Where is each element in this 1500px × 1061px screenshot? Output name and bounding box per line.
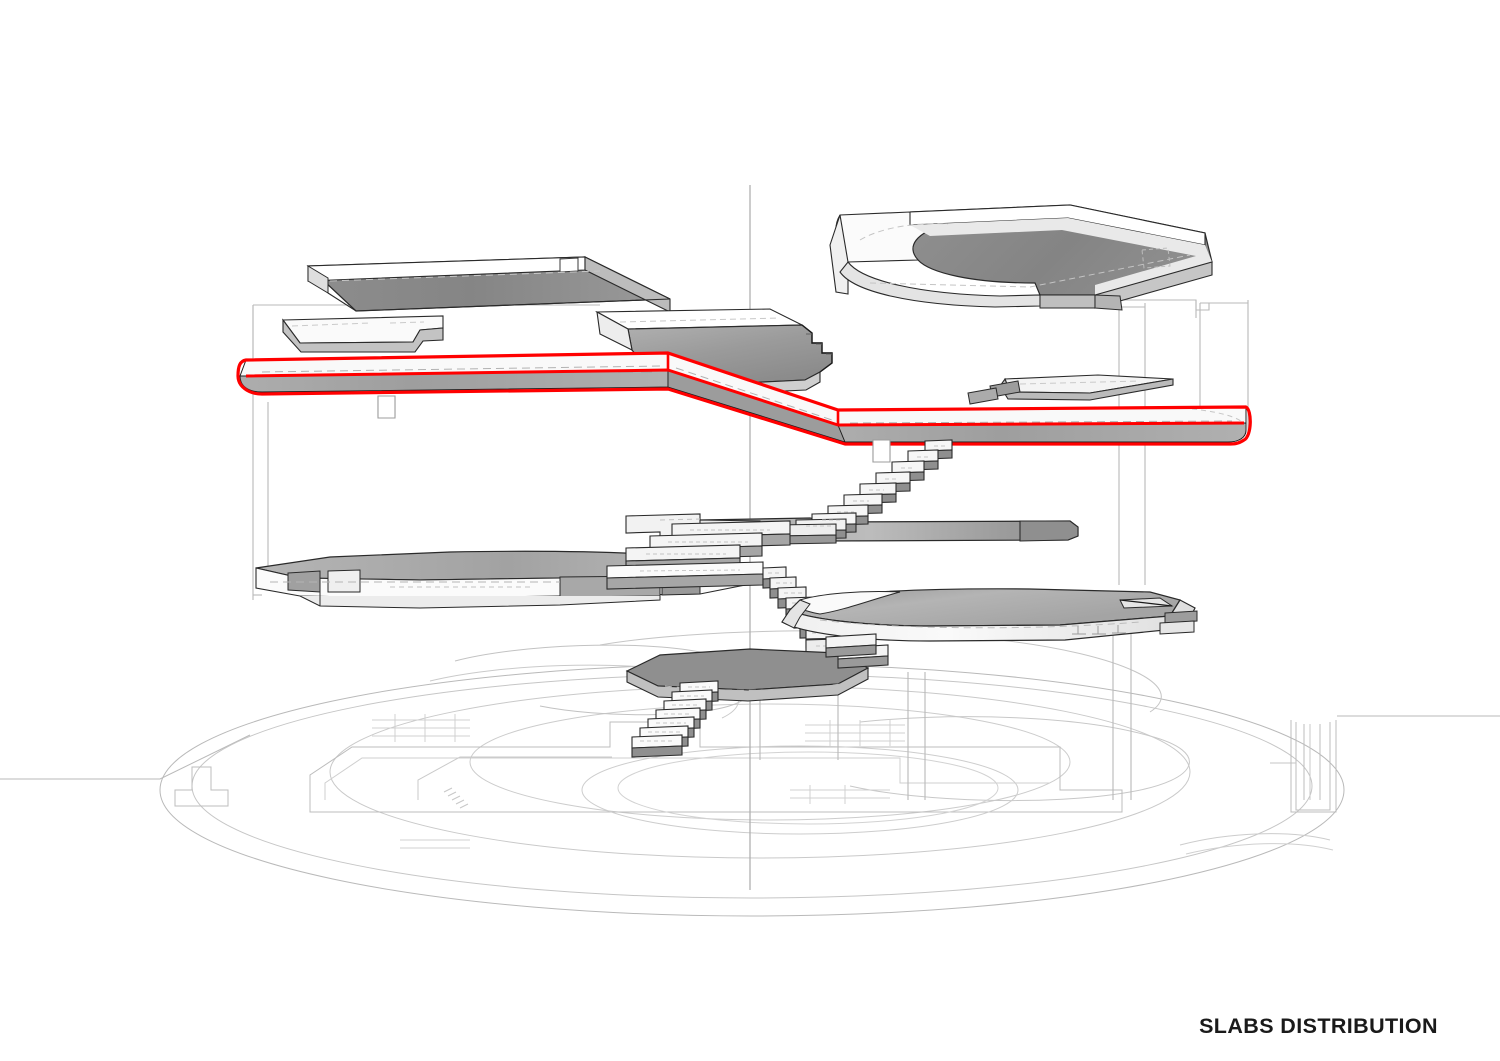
upper-right-thin-wing-plate [967, 374, 1174, 405]
lower-stair-flight [631, 680, 719, 758]
highlighted-ramped-slab [236, 351, 1252, 446]
mid-right-detail-blocks [1159, 610, 1198, 635]
upper-left-rectangular-slab [306, 256, 671, 313]
upper-left-small-shelf-slab [281, 315, 444, 353]
upper-right-crescent-slab [829, 204, 1213, 311]
lower-right-step-blocks [825, 633, 889, 669]
lower-elliptical-slab [781, 588, 1196, 642]
upper-stair-flight [625, 439, 953, 572]
column-stubs [377, 395, 891, 463]
right-ghost-footing [1290, 720, 1337, 813]
ghost-site-plan-outline [0, 630, 1500, 917]
page-title: SLABS DISTRIBUTION [1199, 1014, 1438, 1038]
red-highlight-outline [236, 351, 1252, 446]
